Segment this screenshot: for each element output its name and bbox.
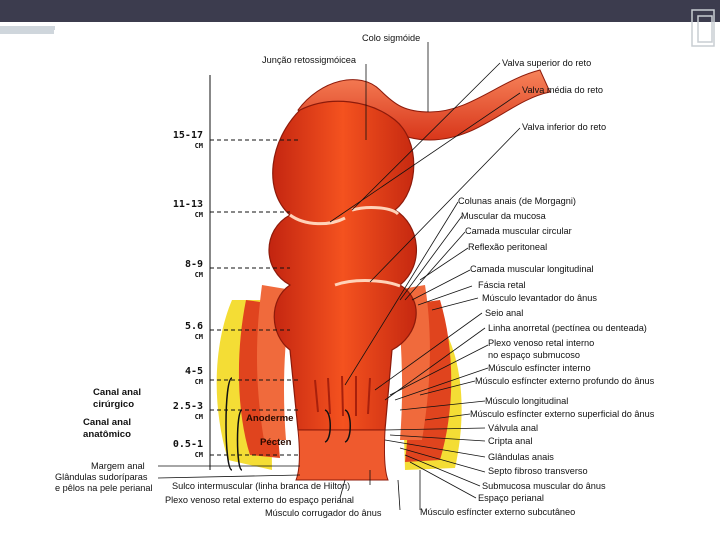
anal-columns [314,375,371,417]
scale-unit-3: CM [194,271,203,279]
label-pecten: Pécten [260,437,292,448]
label-longitudinal-layer: Camada muscular longitudinal [470,264,594,274]
label-anatomical-canal-2: anatômico [83,429,131,440]
label-hilton-line: Sulco intermuscular (linha branca de Hil… [172,481,351,491]
label-anal-valve: Válvula anal [488,423,539,433]
label-perianal-space: Espaço perianal [478,493,544,503]
scale-value-2: 11-13 [172,199,203,210]
bracket-inner [324,409,331,443]
rectum [268,100,418,431]
label-rectal-fascia: Fáscia retal [478,280,526,290]
scale-value-7: 0.5-1 [172,439,203,450]
label-rectosigmoid-junction: Junção retossigmóicea [262,55,356,65]
scale-unit-2: CM [194,211,203,219]
rectal-valve-superior [351,205,400,216]
label-anoderm: Anoderme [246,413,294,424]
label-anal-margin: Margem anal [91,461,145,471]
bracket-surgical-canal [225,377,233,471]
label-surgical-canal-2: cirúrgico [93,399,135,410]
scale-dashes [210,139,300,456]
label-sweat-glands-1: Glândulas sudoríparas [55,472,148,482]
scale-unit-6: CM [194,413,203,421]
label-internal-sphincter: Músculo esfíncter interno [488,363,591,373]
scale-value-4: 5.6 [184,321,203,332]
scale-value-6: 2.5-3 [172,401,203,412]
corner-decoration-icon [691,9,715,47]
scale-unit-4: CM [194,333,203,341]
bracket-inner-2 [344,409,351,443]
label-levator-ani: Músculo levantador do ânus [482,293,597,303]
label-sigmoid-colon: Colo sigmóide [362,33,421,43]
label-peritoneal-reflection: Reflexão peritoneal [468,242,548,252]
scale-value-3: 8-9 [184,259,203,270]
label-deep-external-sphincter: Músculo esfíncter externo profundo do ân… [475,376,655,386]
scale-unit-5: CM [194,378,203,386]
scale-value-5: 4-5 [184,366,203,377]
label-internal-plexus: Plexo venoso retal interno [488,338,595,348]
title-bar [0,0,720,22]
label-sweat-glands-2: e pêlos na pele perianal [55,483,153,493]
scale-value-1: 15-17 [172,130,203,141]
label-anal-columns: Colunas anais (de Morgagni) [458,196,576,206]
label-anorectal-line: Linha anorretal (pectínea ou denteada) [488,323,647,333]
label-anal-glands: Glândulas anais [488,452,554,462]
label-anal-sinus: Seio anal [485,308,524,318]
label-submucosa-ani: Submucosa muscular do ânus [482,481,606,491]
label-anatomical-canal-1: Canal anal [83,417,131,428]
label-surgical-canal-1: Canal anal [93,387,141,398]
scale-unit-1: CM [194,142,203,150]
label-superficial-external-sphincter: Músculo esfíncter externo superficial do… [470,409,655,419]
leader-lines [157,42,521,511]
label-middle-valve: Valva média do reto [522,85,604,95]
scale-unit-7: CM [194,451,203,459]
anal-canal [295,429,389,481]
rectal-valve-middle [289,213,346,226]
label-muscularis-mucosae: Muscular da mucosa [461,211,546,221]
label-submucous-space: no espaço submucoso [488,350,580,360]
label-anal-crypt: Cripta anal [488,436,533,446]
label-subcutaneous-sphincter: Músculo esfíncter externo subcutâneo [420,507,576,517]
label-superior-valve: Valva superior do reto [502,58,592,68]
label-inferior-valve: Valva inferior do reto [522,122,607,132]
label-transverse-septum: Septo fibroso transverso [488,466,588,476]
bracket-anatomical-canal [236,409,243,471]
rectal-valve-inferior [334,279,401,288]
accent-strip [0,26,55,34]
label-circular-layer: Camada muscular circular [465,226,572,236]
label-corrugator-ani: Músculo corrugador do ânus [265,508,382,518]
label-longitudinal-muscle: Músculo longitudinal [485,396,569,406]
label-external-plexus: Plexo venoso retal externo do espaço per… [165,495,354,505]
